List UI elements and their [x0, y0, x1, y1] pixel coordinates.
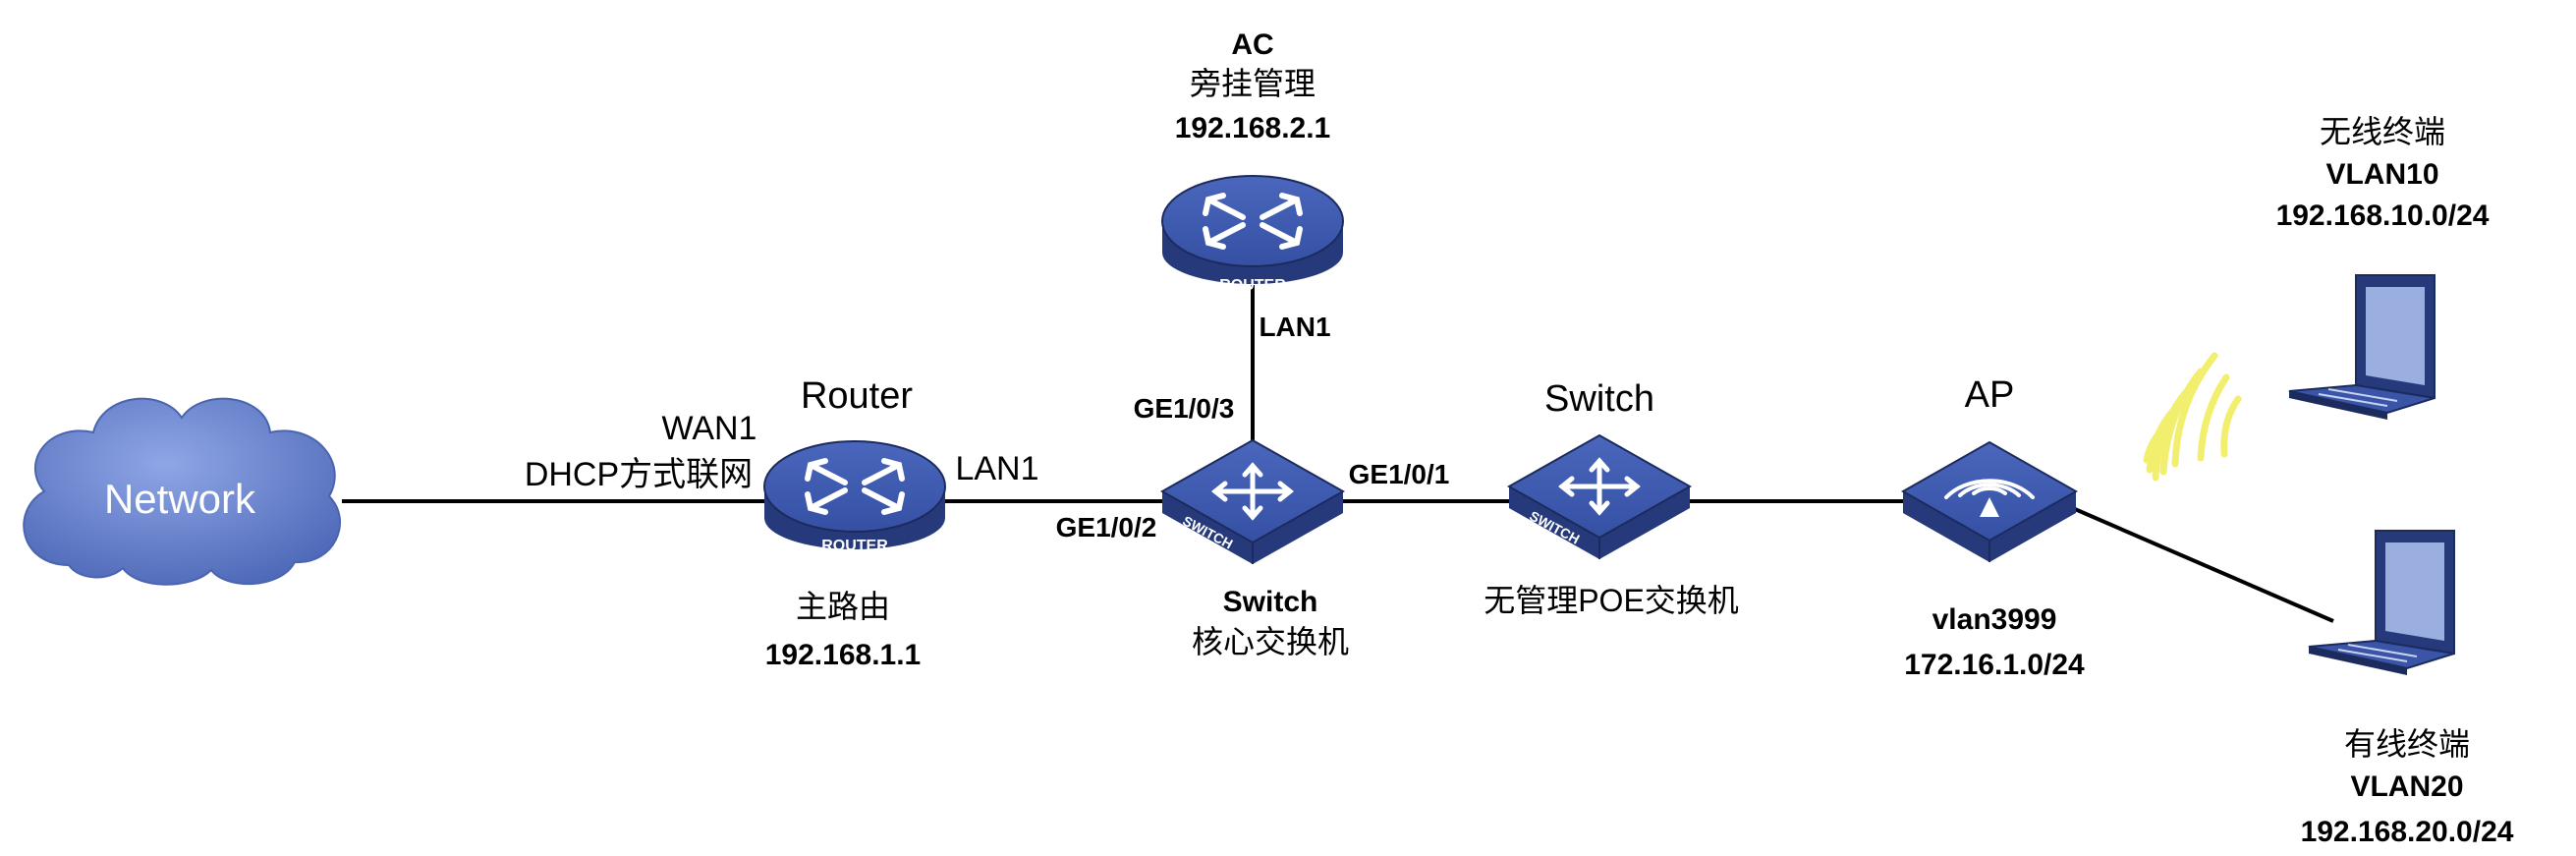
ac-role: 旁挂管理 — [1190, 66, 1316, 101]
core-switch-port-up: GE1/0/3 — [1134, 393, 1235, 424]
wired-terminal-role: 有线终端 — [2344, 726, 2470, 762]
ac-lan-port: LAN1 — [1259, 312, 1330, 342]
wireless-terminal: 无线终端 VLAN10 192.168.10.0/24 — [2276, 114, 2490, 420]
cloud-icon — [23, 397, 341, 586]
wired-terminal-subnet: 192.168.20.0/24 — [2301, 816, 2514, 848]
ap-subnet: 172.16.1.0/24 — [1904, 649, 2085, 681]
laptop-icon — [2308, 530, 2455, 675]
cloud-label: Network — [104, 476, 256, 522]
router-badge: ROUTER — [821, 538, 888, 554]
wifi-signal-icon — [2143, 352, 2242, 482]
ap-icon — [1900, 440, 2079, 562]
ac-controller: AC 旁挂管理 192.168.2.1 ROUTER LAN1 — [1161, 29, 1344, 342]
core-switch-icon: SWITCH — [1159, 438, 1346, 564]
router-wan-mode: DHCP方式联网 — [525, 456, 753, 493]
core-switch-port-right: GE1/0/1 — [1349, 459, 1450, 489]
core-switch-port-left: GE1/0/2 — [1056, 512, 1157, 542]
ac-title: AC — [1231, 29, 1273, 61]
laptop-icon — [2288, 274, 2436, 420]
main-router: Router WAN1 DHCP方式联网 LAN1 ROUTER 主路由 192… — [525, 375, 1039, 671]
network-cloud: Network — [23, 397, 341, 586]
ac-ip: 192.168.2.1 — [1175, 112, 1330, 144]
wireless-terminal-subnet: 192.168.10.0/24 — [2276, 200, 2490, 232]
cable-ap-to-wired-terminal — [2067, 504, 2334, 623]
poe-switch: Switch SWITCH 无管理POE交换机 — [1484, 378, 1739, 618]
wireless-terminal-vlan: VLAN10 — [2325, 158, 2438, 191]
poe-switch-role: 无管理POE交换机 — [1484, 583, 1739, 618]
router-role: 主路由 — [796, 589, 890, 624]
access-point: AP vlan3999 172.16.1.0/24 — [1900, 374, 2085, 681]
router-icon: ROUTER — [763, 440, 946, 554]
wired-terminal: 有线终端 VLAN20 192.168.20.0/24 — [2301, 530, 2514, 848]
ac-badge: ROUTER — [1219, 277, 1286, 294]
router-wan-port: WAN1 — [662, 410, 757, 447]
core-switch-title: Switch — [1223, 586, 1318, 618]
ap-title: AP — [1965, 374, 2015, 416]
router-lan-port: LAN1 — [955, 450, 1038, 487]
ap-vlan: vlan3999 — [1932, 603, 2057, 636]
wireless-terminal-role: 无线终端 — [2320, 114, 2445, 149]
router-title: Router — [801, 375, 913, 417]
wired-terminal-vlan: VLAN20 — [2350, 770, 2463, 803]
ac-router-icon: ROUTER — [1161, 175, 1344, 294]
router-ip: 192.168.1.1 — [765, 639, 921, 671]
cables — [342, 285, 2334, 623]
core-switch-role: 核心交换机 — [1192, 624, 1349, 659]
poe-switch-icon: SWITCH — [1506, 433, 1693, 559]
poe-switch-title: Switch — [1544, 378, 1654, 420]
